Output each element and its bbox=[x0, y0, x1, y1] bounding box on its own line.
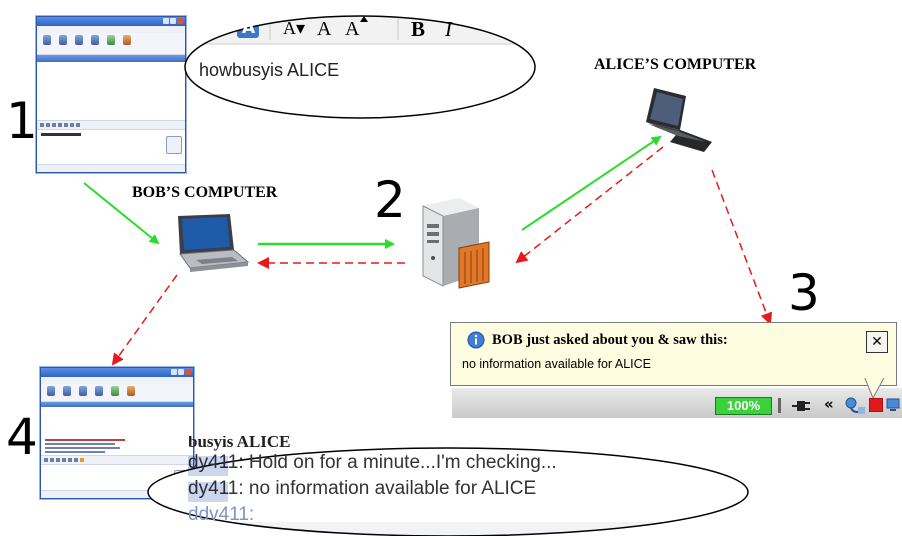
toolbar-button[interactable] bbox=[109, 386, 121, 399]
reply-line-1: busyis ALICE bbox=[188, 436, 291, 451]
bob-chat-window-question bbox=[36, 16, 186, 173]
conversation-header-strip bbox=[41, 402, 193, 407]
arrow-server-to-alice bbox=[521, 135, 662, 231]
window-status-bar bbox=[37, 164, 185, 172]
toolbar-italic-button[interactable]: I bbox=[445, 17, 452, 41]
window-titlebar bbox=[41, 368, 193, 377]
close-icon[interactable] bbox=[185, 369, 191, 375]
send-button[interactable] bbox=[166, 136, 182, 154]
message-input[interactable] bbox=[37, 130, 185, 158]
taskbar-separator bbox=[778, 398, 781, 413]
notification-title: BOB just asked about you & saw this: bbox=[492, 332, 728, 348]
toolbar-button[interactable] bbox=[45, 386, 57, 399]
notification-pointer bbox=[863, 376, 886, 400]
alice-computer-caption: ALICE’S COMPUTER bbox=[594, 56, 757, 73]
toolbar-button[interactable] bbox=[89, 35, 101, 52]
close-icon[interactable] bbox=[177, 18, 183, 24]
network-icon[interactable] bbox=[844, 396, 866, 416]
reply-line-3: dy411: no information available for ALIC… bbox=[188, 478, 537, 499]
bob-laptop-icon bbox=[178, 214, 250, 272]
step-3-label: 3 bbox=[788, 264, 820, 322]
bob-chat-window-reply bbox=[40, 367, 194, 499]
battery-meter[interactable]: 100% bbox=[715, 397, 772, 415]
toolbar-button[interactable] bbox=[41, 35, 53, 52]
tray-expand-button[interactable]: « bbox=[824, 395, 834, 413]
toolbar-button[interactable] bbox=[61, 386, 73, 399]
window-titlebar bbox=[37, 17, 185, 26]
reply-line-2: dy411: Hold on for a minute...I'm checki… bbox=[188, 452, 557, 473]
reply-username-color-mark bbox=[188, 482, 228, 502]
server-icon bbox=[422, 198, 490, 289]
bob-computer-caption: BOB’S COMPUTER bbox=[132, 184, 278, 201]
notification-popup bbox=[450, 322, 897, 386]
window-status-bar bbox=[41, 490, 193, 498]
window-menu-bar bbox=[41, 377, 193, 384]
toolbar-button[interactable] bbox=[121, 35, 133, 52]
toolbar-grow-font-button[interactable]: A bbox=[345, 18, 360, 40]
toolbar-font-icon[interactable]: A bbox=[242, 18, 256, 38]
format-toolbar bbox=[37, 120, 185, 130]
info-icon bbox=[467, 331, 485, 349]
grow-caret-icon bbox=[360, 16, 368, 22]
monitor-tray-icon[interactable] bbox=[886, 398, 900, 412]
step-4-label: 4 bbox=[6, 408, 38, 466]
toolbar-font-size-button[interactable]: A bbox=[317, 18, 332, 40]
alert-tray-icon[interactable] bbox=[869, 398, 883, 412]
reply-line-4: ddv411: bbox=[188, 504, 255, 525]
arrow-alice-to-notification bbox=[711, 169, 773, 325]
toolbar-shrink-font-button[interactable]: A▾ bbox=[283, 18, 306, 38]
power-plug-icon[interactable] bbox=[792, 398, 810, 414]
step-2-label: 2 bbox=[374, 171, 406, 229]
toolbar-bold-button[interactable]: B bbox=[411, 17, 426, 41]
window-toolbar bbox=[41, 384, 193, 402]
toolbar-button[interactable] bbox=[93, 386, 105, 399]
arrow-alice-to-server bbox=[515, 146, 664, 264]
conversation-header-strip bbox=[37, 55, 185, 62]
window-toolbar bbox=[37, 33, 185, 55]
step-1-label: 1 bbox=[6, 92, 38, 150]
toolbar-button[interactable] bbox=[57, 35, 69, 52]
format-toolbar bbox=[41, 455, 193, 465]
toolbar-button[interactable] bbox=[77, 386, 89, 399]
reply-username-color-mark bbox=[188, 456, 228, 476]
toolbar-button[interactable] bbox=[73, 35, 85, 52]
alice-laptop-icon bbox=[646, 88, 712, 152]
conversation-log bbox=[41, 407, 193, 455]
zoom-ellipse-reply: busyis ALICE dy411: Hold on for a minute… bbox=[128, 436, 758, 536]
window-menu-bar bbox=[37, 26, 185, 33]
notification-body: no information available for ALICE bbox=[462, 357, 651, 371]
taskbar bbox=[452, 388, 902, 418]
toolbar-button[interactable] bbox=[125, 386, 137, 399]
arrow-bob-window-to-laptop bbox=[83, 182, 160, 245]
typed-message-text: howbusyis ALICE bbox=[199, 60, 340, 80]
toolbar-button[interactable] bbox=[105, 35, 117, 52]
close-icon[interactable]: ✕ bbox=[866, 331, 888, 353]
conversation-log bbox=[37, 62, 185, 120]
arrow-bob-to-reply-window bbox=[111, 274, 178, 366]
zoom-ellipse-question: A A▾ A A B I howbusyis ALICE bbox=[183, 14, 537, 120]
